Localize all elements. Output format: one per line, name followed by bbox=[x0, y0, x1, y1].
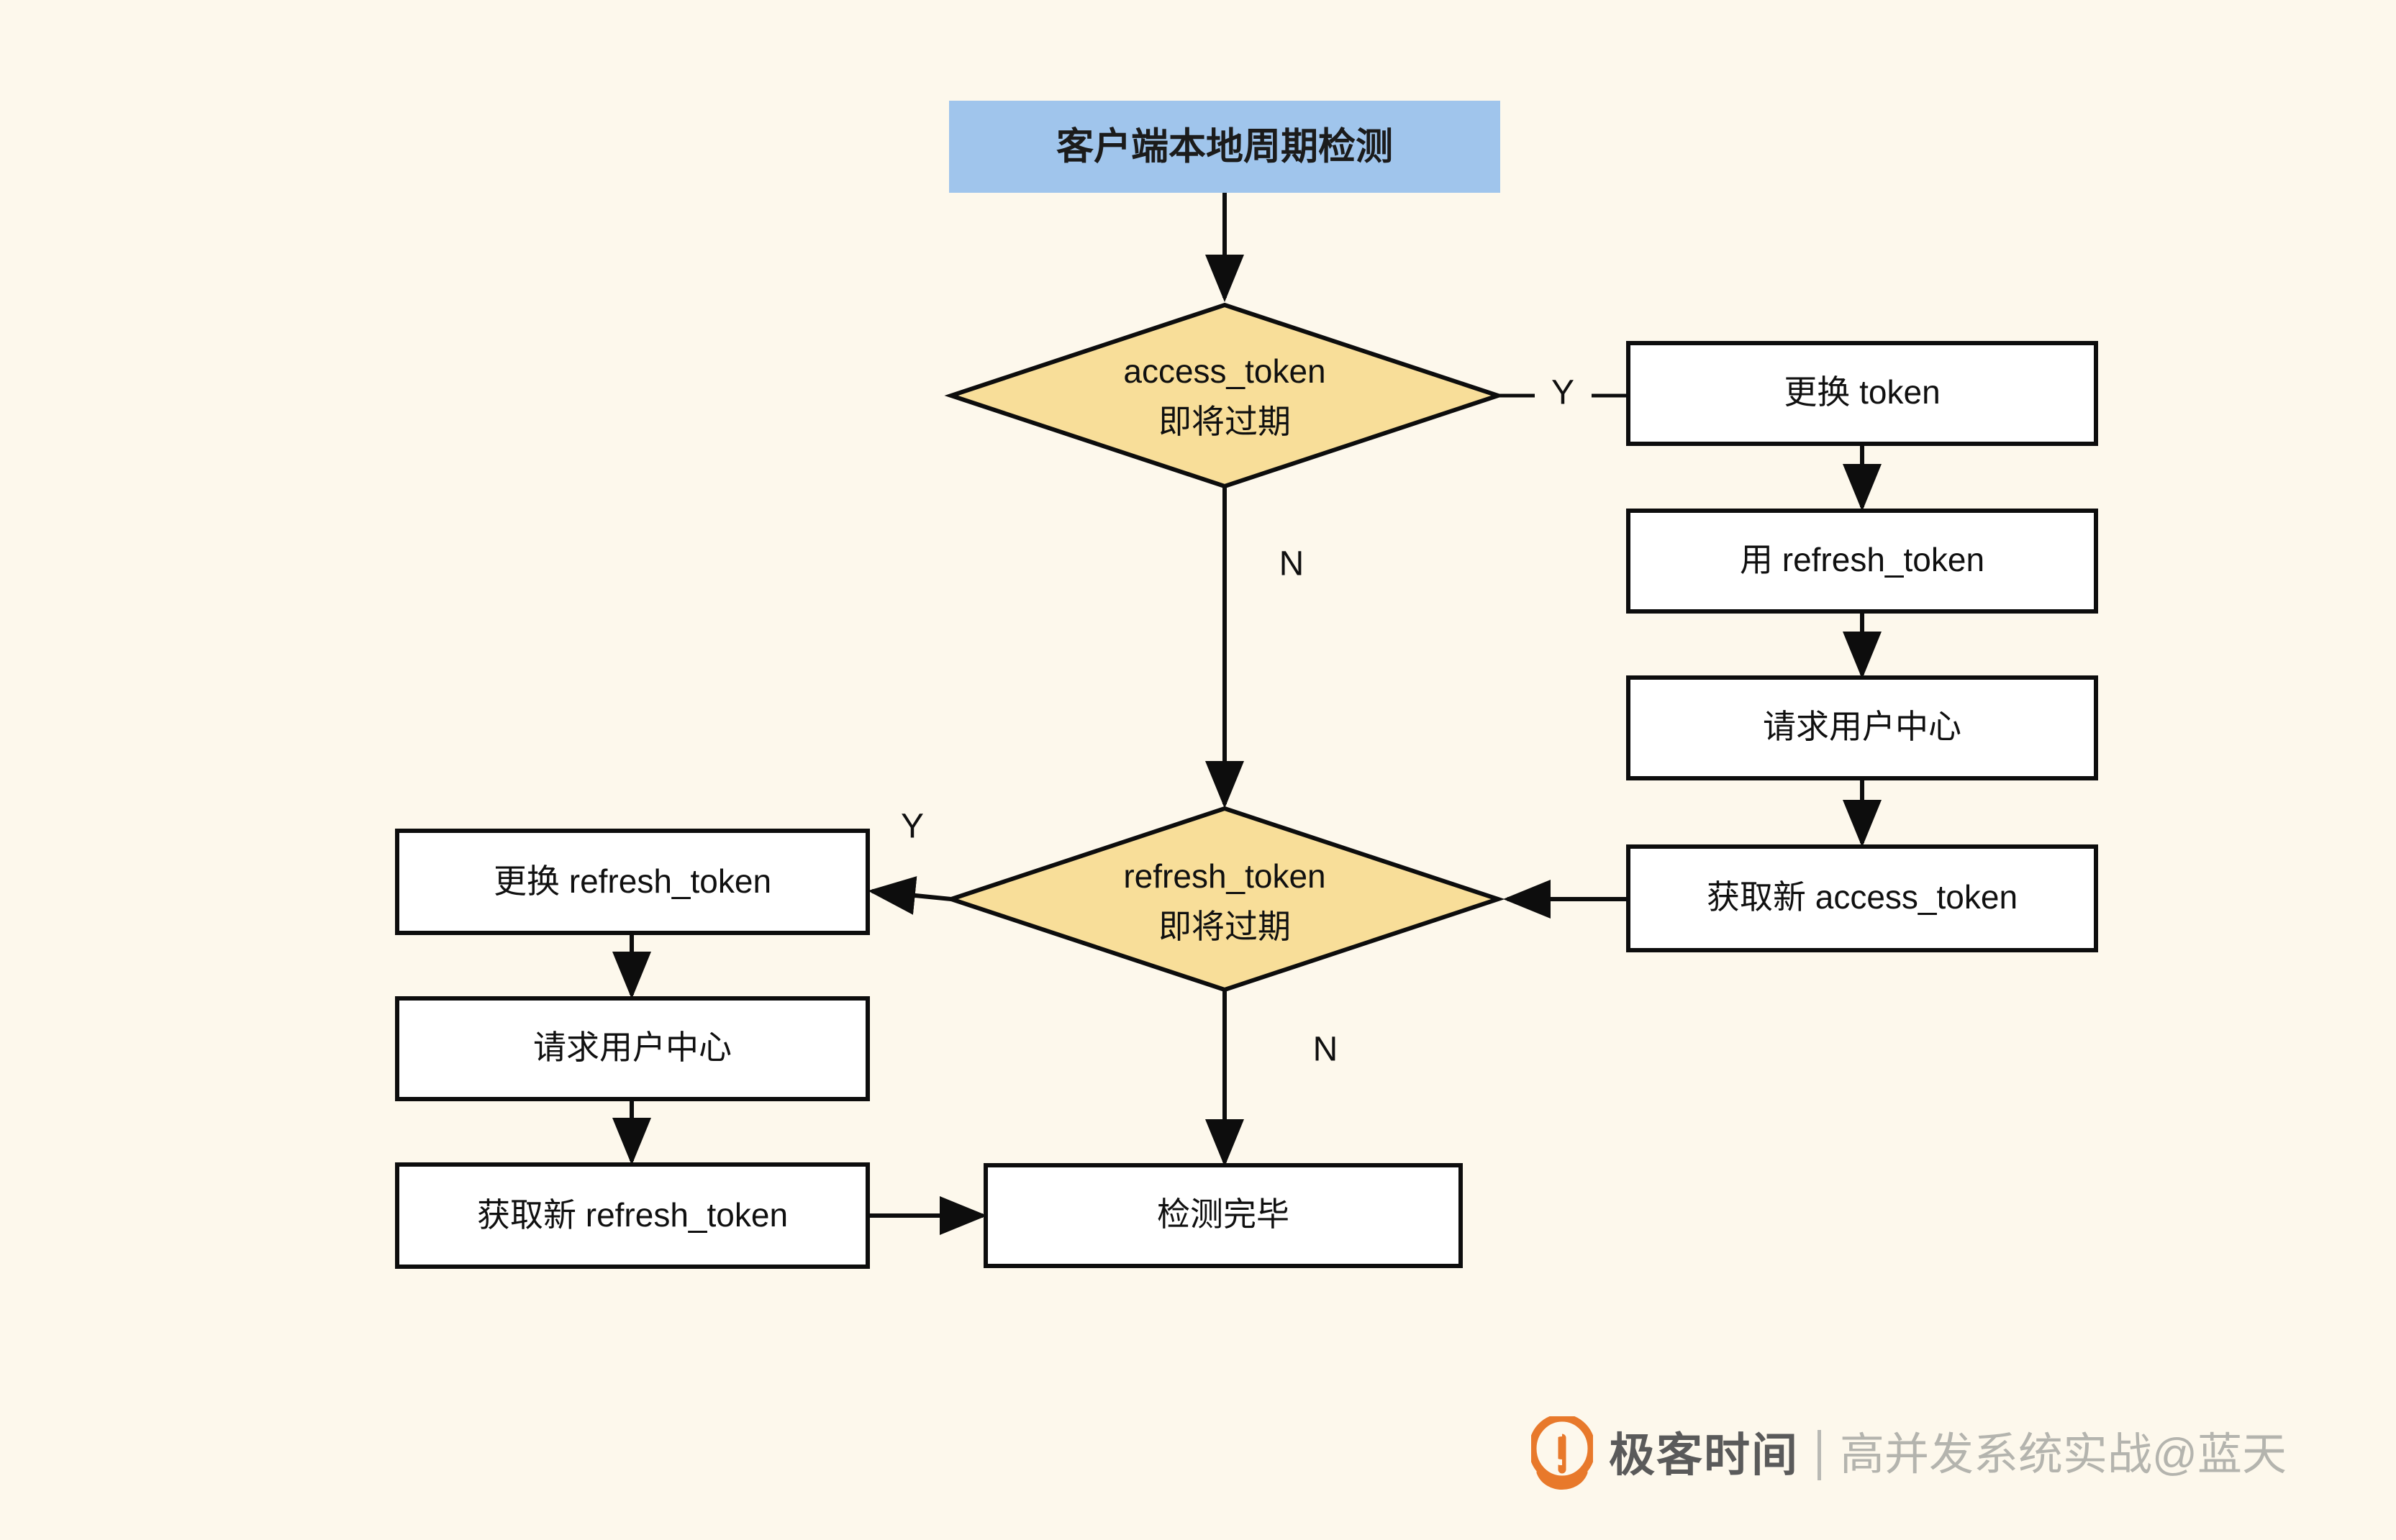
branch-label-refresh-yes: Y bbox=[901, 808, 924, 846]
request-user-center-left-shape bbox=[395, 996, 870, 1101]
swap-token-shape bbox=[1626, 341, 2098, 446]
branch-label-access-no: N bbox=[1279, 545, 1304, 583]
edge-refresh-yes-to-swap-refresh bbox=[868, 876, 952, 915]
node-swap-token[interactable]: 更换 token bbox=[1626, 341, 2098, 446]
decision-access-shape bbox=[944, 302, 1505, 489]
node-request-user-center-left[interactable]: 请求用户中心 bbox=[395, 996, 870, 1101]
swap-refresh-token-label: 更换 refresh_token bbox=[494, 862, 771, 900]
node-decision-access-token[interactable]: access_token 即将过期 bbox=[944, 302, 1505, 489]
decision-refresh-shape bbox=[944, 806, 1505, 993]
node-request-user-center-right[interactable]: 请求用户中心 bbox=[1626, 675, 2098, 780]
swap-token-label: 更换 token bbox=[1784, 373, 1940, 411]
new-access-token-shape bbox=[1626, 844, 2098, 952]
decision-refresh-label-line2: 即将过期 bbox=[1158, 908, 1291, 945]
new-refresh-token-label: 获取新 refresh_token bbox=[477, 1196, 788, 1234]
decision-access-label-line2: 即将过期 bbox=[1158, 403, 1291, 440]
request-user-center-right-label: 请求用户中心 bbox=[1763, 708, 1961, 745]
detection-done-label: 检测完毕 bbox=[1157, 1195, 1289, 1233]
node-swap-refresh-token[interactable]: 更换 refresh_token bbox=[395, 829, 870, 935]
new-refresh-token-shape bbox=[395, 1162, 870, 1269]
new-access-token-label: 获取新 access_token bbox=[1707, 878, 2018, 916]
decision-access-label-line1: access_token bbox=[1123, 352, 1325, 390]
watermark-brand: 极客时间 bbox=[1609, 1429, 1799, 1481]
use-refresh-token-label: 用 refresh_token bbox=[1740, 541, 1984, 578]
decision-refresh-label-line1: refresh_token bbox=[1123, 857, 1325, 895]
node-new-access-token[interactable]: 获取新 access_token bbox=[1626, 844, 2098, 952]
branch-label-access-yes: Y bbox=[1551, 374, 1574, 412]
node-start[interactable]: 客户端本地周期检测 bbox=[949, 101, 1500, 193]
watermark-divider bbox=[1818, 1430, 1821, 1480]
node-decision-refresh-token[interactable]: refresh_token 即将过期 bbox=[944, 806, 1505, 993]
watermark-course: 高并发系统实战@蓝天 bbox=[1840, 1430, 2287, 1480]
request-user-center-left-label: 请求用户中心 bbox=[533, 1029, 732, 1066]
node-new-refresh-token[interactable]: 获取新 refresh_token bbox=[395, 1162, 870, 1269]
node-use-refresh-token[interactable]: 用 refresh_token bbox=[1626, 509, 2098, 614]
swap-refresh-token-shape bbox=[395, 829, 870, 935]
start-node-label: 客户端本地周期检测 bbox=[1056, 127, 1393, 168]
node-detection-done[interactable]: 检测完毕 bbox=[984, 1163, 1463, 1268]
geekbang-logo-icon bbox=[1531, 1416, 1593, 1490]
start-node-shape bbox=[949, 101, 1500, 193]
branch-label-refresh-no: N bbox=[1313, 1031, 1338, 1069]
request-user-center-right-shape bbox=[1626, 675, 2098, 780]
watermark: 极客时间 高并发系统实战@蓝天 bbox=[1531, 1412, 2287, 1498]
detection-done-shape bbox=[984, 1163, 1463, 1268]
use-refresh-token-shape bbox=[1626, 509, 2098, 614]
